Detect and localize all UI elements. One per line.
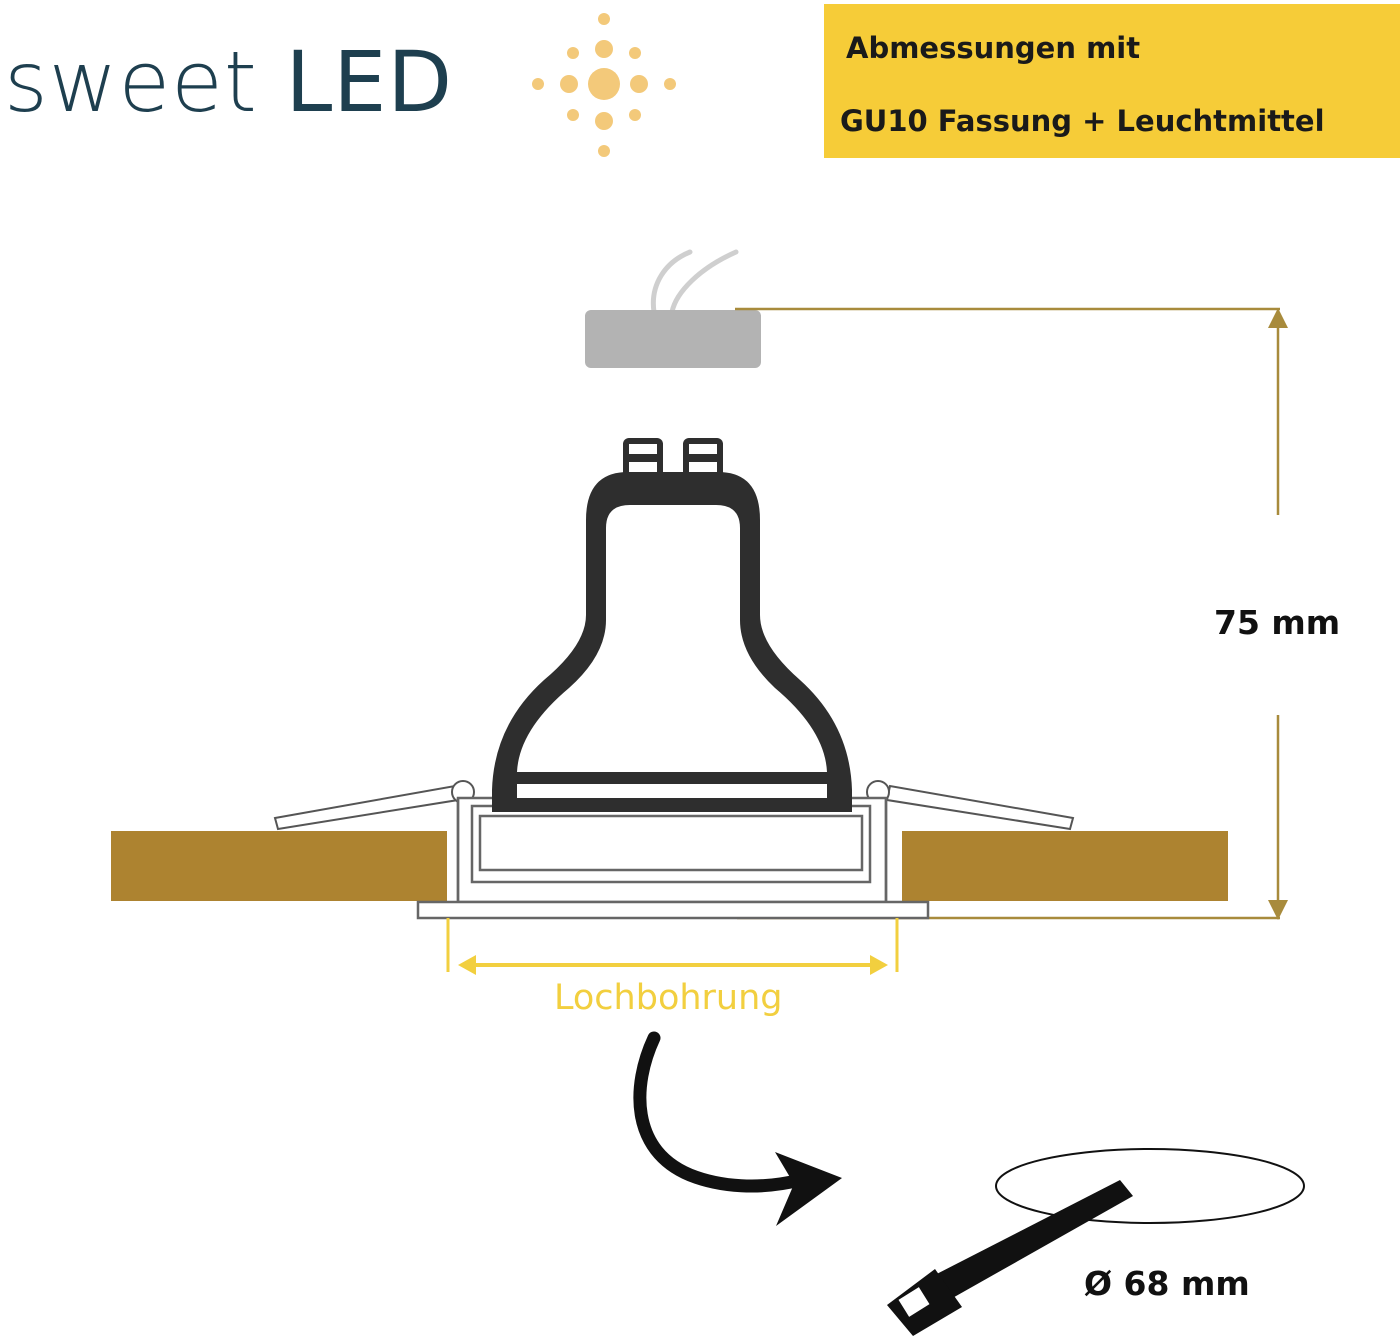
fixture-housing [456,796,888,904]
saw-icon [887,1180,1133,1336]
header-badge: Abmessungen mit GU10 Fassung + Leuchtmit… [824,4,1400,158]
ceiling-board-left [111,831,447,901]
transformer-wires [650,249,739,315]
brand-logo: sweet LED [4,40,453,124]
diameter-label: Ø 68 mm [1084,1264,1250,1303]
transformer-box [585,310,761,368]
spring-clip-right [866,780,1075,831]
brand-word-led: LED [285,33,454,131]
hole-label: Lochbohrung [554,978,783,1018]
hole-dimension [446,918,899,975]
spring-clip-left [273,780,475,831]
ceiling-board-right [902,831,1228,901]
badge-line-1: Abmessungen mit [846,31,1141,65]
sun-logo-icon [532,13,676,157]
fixture-trim-ring [416,900,930,920]
brand-word-sweet: sweet [4,33,258,131]
gu10-bulb [492,438,852,812]
curved-arrow-icon [633,1031,842,1226]
hole-ellipse [995,1148,1305,1224]
height-label: 75 mm [1214,603,1341,642]
badge-line-2: GU10 Fassung + Leuchtmittel [840,104,1325,138]
